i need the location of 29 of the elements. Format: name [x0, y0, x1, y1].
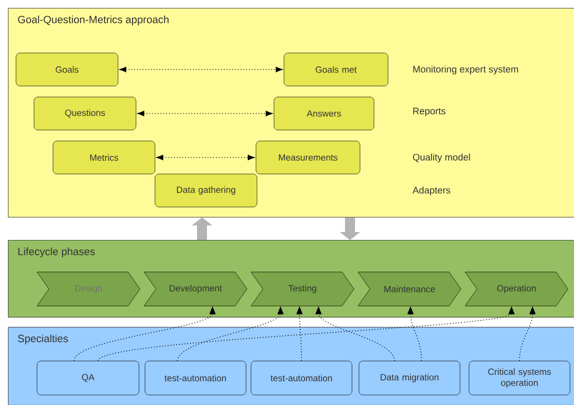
box: QA — [36, 360, 140, 396]
arrow — [177, 306, 284, 362]
box: test-automation — [250, 360, 352, 396]
phase-block: Operation — [464, 272, 568, 306]
arrow — [137, 110, 273, 116]
note: Quality model — [412, 154, 470, 162]
box: Measurements — [256, 140, 360, 174]
arrow — [519, 306, 536, 362]
arrow — [119, 66, 283, 72]
note: Adapters — [412, 186, 450, 196]
box: Questions — [34, 96, 136, 130]
box: Metrics — [52, 140, 156, 174]
arrow — [296, 306, 303, 362]
note: Reports — [413, 108, 446, 116]
arrow — [98, 306, 515, 362]
phase-block: Development — [144, 272, 248, 306]
arrow — [74, 306, 216, 362]
box: Critical systems operation — [468, 360, 570, 396]
box: Goals — [16, 52, 118, 86]
arrow — [156, 154, 255, 160]
box: Data gathering — [154, 174, 258, 208]
box: Answers — [274, 96, 374, 130]
arrow — [315, 306, 395, 362]
box: Data migration — [358, 360, 460, 396]
box: test-automation — [144, 360, 246, 396]
box: Goals met — [284, 52, 388, 86]
phase-block: Testing — [250, 272, 354, 306]
arrow — [407, 306, 422, 362]
note: Monitoring expert system — [413, 66, 518, 74]
